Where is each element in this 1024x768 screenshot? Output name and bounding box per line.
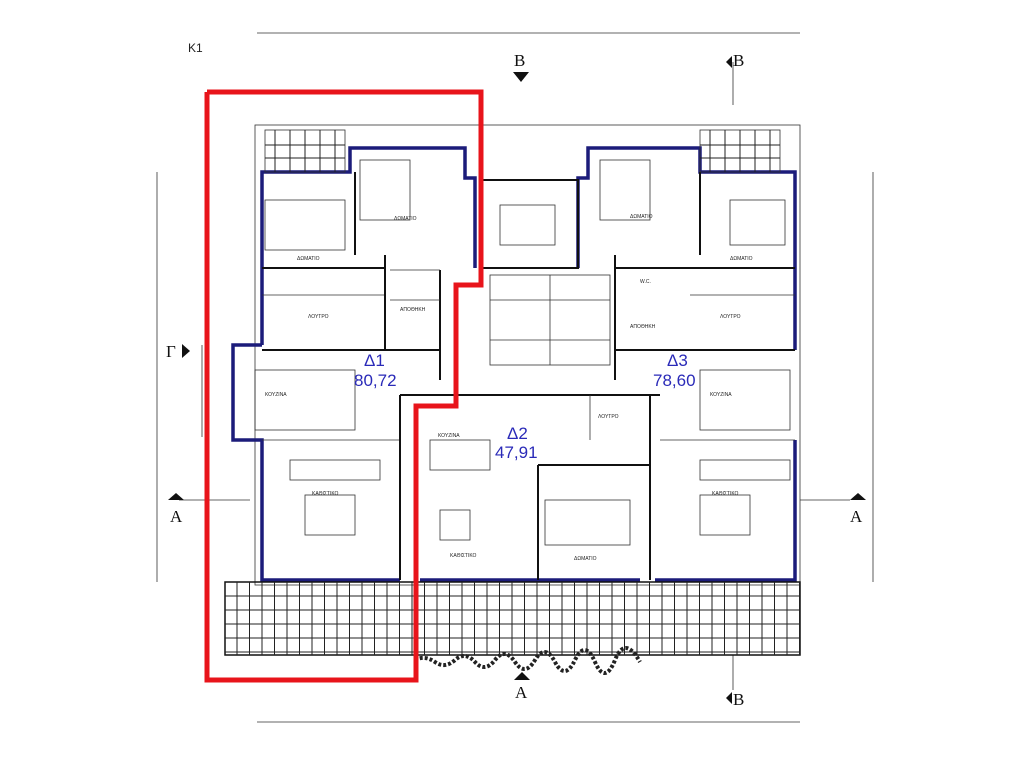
room-label: ΑΠΟΘΗΚΗ — [630, 324, 656, 330]
unit-d1-name: Δ1 — [364, 351, 385, 370]
room-label: ΚΟΥΖΙΝΑ — [438, 433, 460, 439]
arrow-down-icon — [513, 72, 529, 82]
balcony-tile-grid — [225, 582, 800, 655]
room-label: W.C. — [640, 279, 651, 285]
room-label: ΔΩΜΑΤΙΟ — [730, 256, 753, 262]
unit-d3-name: Δ3 — [667, 351, 688, 370]
room-label: ΛΟΥΤΡΟ — [598, 414, 619, 420]
building-walls — [231, 124, 801, 586]
section-mark-bottom-right-b: B — [733, 690, 744, 709]
room-label: ΑΠΟΘΗΚΗ — [400, 307, 426, 313]
arrow-left-icon — [726, 56, 732, 68]
section-mark-top-right-b: B — [733, 51, 744, 70]
arrow-up-icon — [850, 493, 866, 500]
section-mark-left-a: A — [170, 507, 183, 526]
unit-labels: Δ1 80,72 Δ2 47,91 Δ3 78,60 — [354, 351, 696, 462]
unit-d3-area: 78,60 — [653, 371, 696, 390]
arrow-up-icon — [168, 493, 184, 500]
room-label: ΚΑΘΙΣΤΙΚΟ — [450, 553, 477, 559]
unit-d1-highlight-boundary — [204, 89, 484, 683]
section-mark-right-a: A — [850, 507, 863, 526]
unit-d2-area: 47,91 — [495, 443, 538, 462]
sheet-label: K1 — [188, 41, 203, 55]
section-mark-top-b: B — [514, 51, 525, 70]
arrow-right-icon — [182, 344, 190, 358]
arrow-left-icon — [726, 692, 732, 704]
bottom-balcony — [224, 581, 801, 675]
unit-d1-area: 80,72 — [354, 371, 397, 390]
room-label: ΛΟΥΤΡΟ — [308, 314, 329, 320]
room-label: ΔΩΜΑΤΙΟ — [297, 256, 320, 262]
room-label: ΚΟΥΖΙΝΑ — [265, 392, 287, 398]
room-label: ΚΟΥΖΙΝΑ — [710, 392, 732, 398]
section-mark-left-gamma: Γ — [166, 342, 176, 361]
dimension-lines — [156, 32, 874, 723]
room-label: ΔΩΜΑΤΙΟ — [394, 216, 417, 222]
unit-d2-name: Δ2 — [507, 424, 528, 443]
room-labels: ΔΩΜΑΤΙΟ ΔΩΜΑΤΙΟ ΛΟΥΤΡΟ ΑΠΟΘΗΚΗ ΚΟΥΖΙΝΑ Κ… — [265, 214, 753, 562]
room-label: ΔΩΜΑΤΙΟ — [574, 556, 597, 562]
room-label: ΚΑΘΙΣΤΙΚΟ — [312, 491, 339, 497]
room-label: ΛΟΥΤΡΟ — [720, 314, 741, 320]
section-mark-bottom-a: A — [515, 683, 528, 702]
arrow-up-icon — [514, 672, 530, 680]
room-label: ΔΩΜΑΤΙΟ — [630, 214, 653, 220]
room-label: ΚΑΘΙΣΤΙΚΟ — [712, 491, 739, 497]
section-markers: K1 B B Γ A A A B — [166, 41, 866, 709]
top-balconies — [264, 129, 781, 173]
